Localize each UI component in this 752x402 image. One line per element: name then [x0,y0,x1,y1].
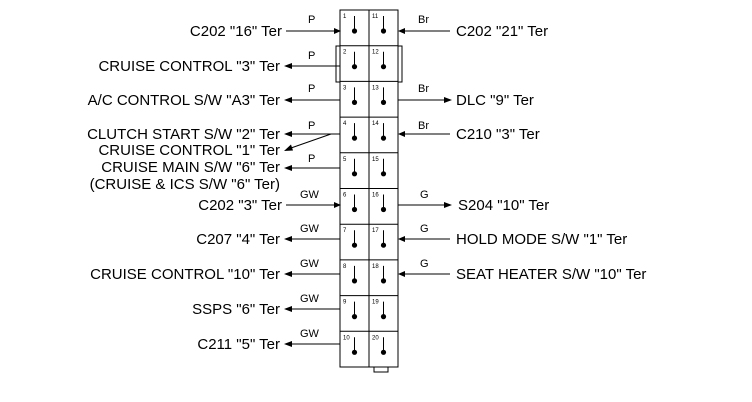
wire-color-left-6: P [308,153,315,165]
wire-color-left-4: P [308,120,315,132]
pin-number: 19 [372,300,379,306]
left-wires [284,28,341,347]
connector-body [335,9,403,373]
pin-dot [351,99,358,105]
left-wire-colors: P P P P P GW GW GW GW GW [300,14,320,340]
wire-color-right-2: Br [418,83,429,95]
wire-color-left-8: GW [300,189,320,201]
pin-dot [351,349,358,355]
left-label-8: C202 "3" Ter [198,197,282,214]
pin-dot [351,171,358,177]
pin-number: 2 [343,50,347,56]
right-label-4: S204 "10" Ter [458,197,549,214]
left-label-1: C202 "16" Ter [190,23,282,40]
right-label-2: DLC "9" Ter [456,92,534,109]
pin-dot [351,28,358,34]
pin-number: 13 [372,85,379,91]
pin-number: 14 [372,121,379,127]
pin-number: 11 [372,14,379,20]
pin-number: 12 [372,50,379,56]
pin-dot [380,314,387,320]
left-label-9: C207 "4" Ter [196,231,280,248]
right-label-3: C210 "3" Ter [456,126,540,143]
pin-number: 5 [343,157,347,163]
left-label-4: CLUTCH START S/W "2" Ter [87,126,280,143]
pin-dot [380,99,387,105]
pin-number: 20 [372,335,379,341]
pin-dot [380,206,387,213]
pin-number: 18 [372,264,379,270]
wire-color-right-1: Br [418,14,429,26]
pin-number: 10 [343,335,350,341]
pin-dot [351,64,358,70]
left-label-3: A/C CONTROL S/W "A3" Ter [88,92,280,109]
right-wire-colors: Br Br Br G G G [418,14,429,270]
wire-color-left-2: P [308,50,315,62]
wire-color-right-4: G [420,189,429,201]
pin-dot [351,314,358,320]
wire-color-left-12: GW [300,328,320,340]
pin-dot [380,135,387,141]
wire-color-right-6: G [420,258,429,270]
wire-color-left-10: GW [300,258,320,270]
left-label-11: SSPS "6" Ter [192,301,280,318]
left-label-10: CRUISE CONTROL "10" Ter [90,266,280,283]
pin-dot [380,349,387,355]
right-labels: C202 "21" Ter DLC "9" Ter C210 "3" Ter S… [456,23,646,283]
wire-color-left-3: P [308,83,315,95]
pin-number: 6 [343,193,347,199]
left-labels: C202 "16" Ter CRUISE CONTROL "3" Ter A/C… [87,23,282,353]
pin-number: 3 [343,85,347,91]
wire-color-right-3: Br [418,120,429,132]
pin-dot [380,242,387,248]
wire-color-right-5: G [420,223,429,235]
pin-dot [380,64,387,70]
right-label-1: C202 "21" Ter [456,23,548,40]
pin-number: 7 [343,228,347,234]
pin-dot [380,28,387,34]
left-label-6: CRUISE MAIN S/W "6" Ter [101,159,280,176]
pin-dot [351,206,358,213]
pin-dot [351,242,358,248]
pin-number: 8 [343,264,347,270]
left-label-7: (CRUISE & ICS S/W "6" Ter) [90,176,280,193]
wire-color-left-11: GW [300,293,320,305]
right-label-5: HOLD MODE S/W "1" Ter [456,231,627,248]
pin-number: 9 [343,300,347,306]
left-label-12: C211 "5" Ter [197,336,280,353]
pin-dot [380,171,387,177]
right-wires [398,28,452,277]
pin-number: 17 [372,228,379,234]
left-label-2: CRUISE CONTROL "3" Ter [98,58,280,75]
pin-number: 4 [343,121,347,127]
pin-number: 16 [372,193,379,199]
pin-number: 15 [372,157,379,163]
wire-color-left-9: GW [300,223,320,235]
pin-dot [351,278,358,284]
left-label-5: CRUISE CONTROL "1" Ter [98,142,280,159]
pin-dot [380,278,387,284]
wire-color-left-1: P [308,14,315,26]
pin-dot [351,135,358,141]
pin-number: 1 [343,14,347,20]
right-label-6: SEAT HEATER S/W "10" Ter [456,266,646,283]
